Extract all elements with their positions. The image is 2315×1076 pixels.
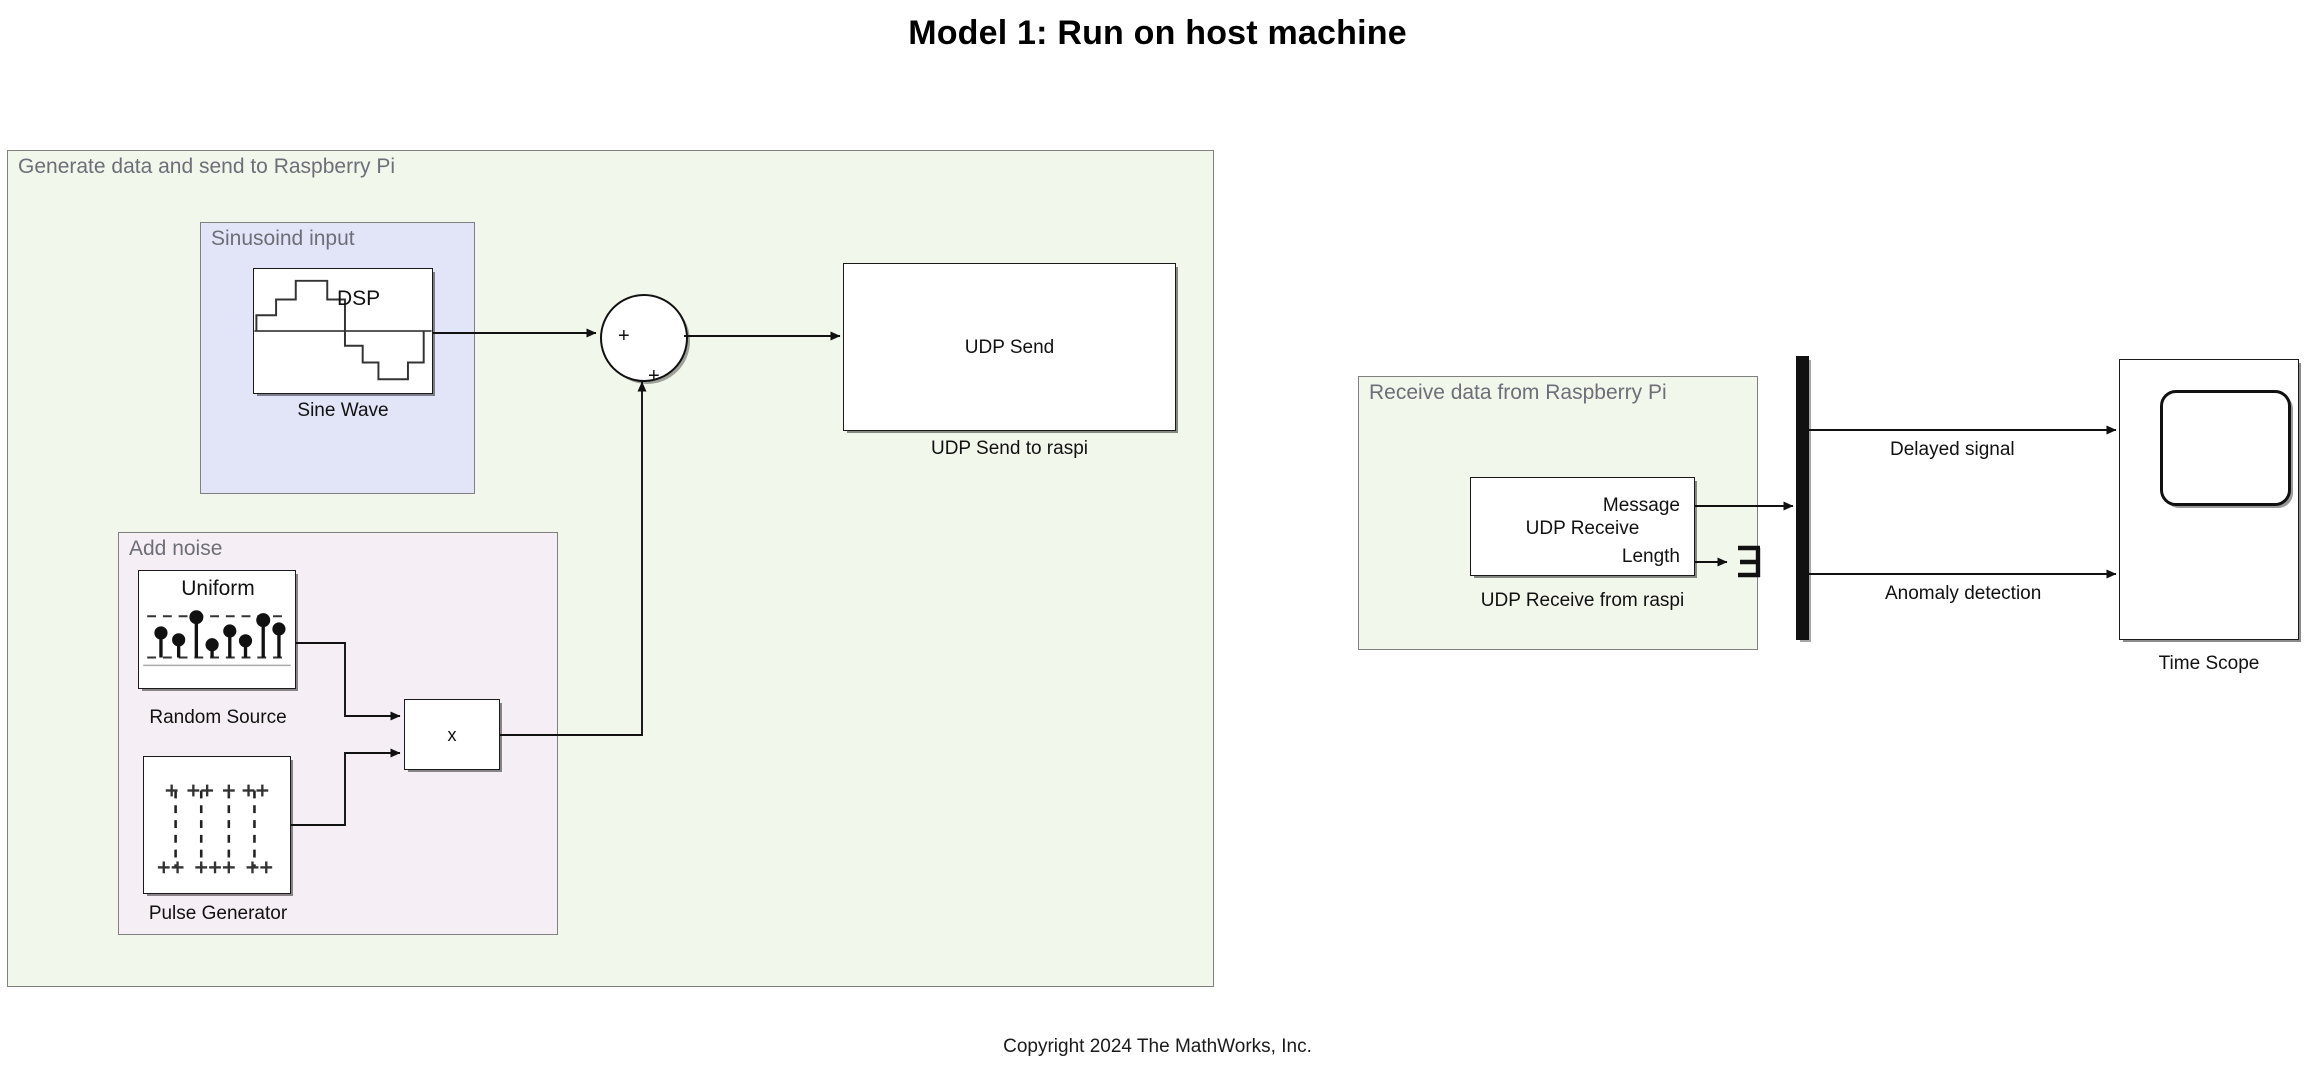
sum-junction-block[interactable]: [600, 294, 688, 382]
stem-plot-icon: [143, 610, 291, 667]
sine-wave-block-label: Sine Wave: [297, 400, 389, 421]
sum-sign-left: +: [618, 325, 630, 347]
wire-pulse-to-product: [291, 748, 401, 826]
udp-send-icon-text: UDP Send: [964, 337, 1055, 358]
wire-random-to-product: [296, 642, 401, 721]
terminator-icon: [1738, 545, 1761, 578]
udp-receive-block-label: UDP Receive from raspi: [1480, 590, 1685, 611]
page-title: Model 1: Run on host machine: [908, 14, 1407, 52]
copyright-notice: Copyright 2024 The MathWorks, Inc.: [1003, 1036, 1312, 1057]
random-source-icon-text: Uniform: [181, 577, 255, 600]
udp-receive-port-message: Message: [1602, 495, 1680, 516]
random-source-block[interactable]: Uniform: [138, 570, 296, 689]
udp-send-block[interactable]: [843, 263, 1176, 431]
scope-screen-icon: [2160, 390, 2291, 506]
wire-product-to-sum: [500, 381, 647, 736]
subsystem-area-receive-label: Receive data from Raspberry Pi: [1369, 381, 1667, 404]
udp-receive-block[interactable]: [1470, 477, 1695, 576]
udp-send-block-label: UDP Send to raspi: [930, 438, 1088, 459]
subsystem-area-sinusoid-label: Sinusoind input: [211, 227, 355, 250]
product-icon-text: x: [447, 725, 457, 745]
pulse-generator-block-label: Pulse Generator: [148, 903, 288, 924]
demux-block[interactable]: [1796, 356, 1809, 640]
pulse-train-icon: [157, 784, 273, 874]
random-source-block-label: Random Source: [149, 707, 287, 728]
udp-receive-icon-text: UDP Receive: [1525, 518, 1640, 539]
product-block[interactable]: [404, 699, 500, 770]
sine-wave-block[interactable]: DSP: [253, 268, 433, 394]
sine-wave-icon-text: DSP: [337, 287, 381, 310]
signal-label-anomaly: Anomaly detection: [1885, 583, 2042, 604]
stepped-sine-icon: [254, 279, 432, 381]
time-scope-block-label: Time Scope: [2158, 653, 2260, 674]
pulse-generator-block[interactable]: [143, 756, 291, 894]
subsystem-area-add-noise-label: Add noise: [129, 537, 223, 560]
sum-sign-bottom: +: [648, 365, 660, 387]
subsystem-area-generate-label: Generate data and send to Raspberry Pi: [18, 155, 396, 178]
signal-label-delayed: Delayed signal: [1890, 439, 2015, 460]
udp-receive-port-length: Length: [1621, 546, 1680, 567]
